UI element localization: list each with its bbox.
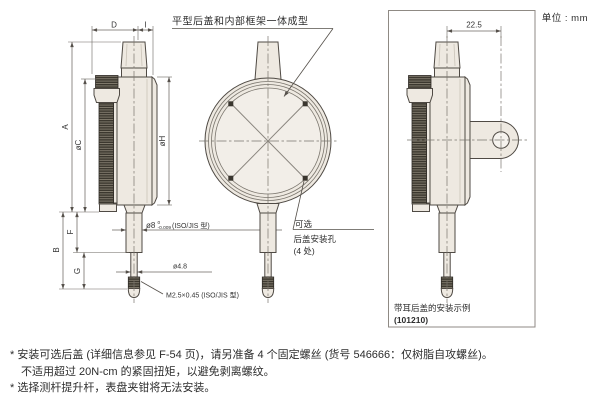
side-view-extension-lines (59, 26, 172, 290)
lug-back-example: 22.5 带耳后盖的安装示例 (101210) (388, 10, 536, 328)
footnote-line-3: * 选择测杆提升杆，表盘夹钳将无法安装。 (10, 382, 216, 394)
spindle-diameter-callout: ø4.8 (116, 264, 212, 274)
spindle-dia-value: ø4.8 (173, 264, 187, 271)
example-caption: 带耳后盖的安装示例 (394, 303, 471, 313)
optional-holes-note: 可选 后盖安装孔 (4 处) (292, 180, 374, 256)
side-view-dimension-lines (61, 28, 171, 289)
holes-label: 后盖安装孔 (294, 234, 337, 244)
side-view-drawing: D I A B øC øH F G ø8 0 -0.009 (ISO/JIS 型… (52, 21, 282, 304)
stem-tol-lower: -0.009 (158, 225, 172, 231)
stem-diameter-callout: ø8 0 -0.009 (ISO/JIS 型) (112, 220, 282, 232)
dim-label-d: D (111, 21, 117, 30)
example-model-number: (101210) (394, 315, 428, 325)
stem-dia-standard: (ISO/JIS 型) (172, 221, 210, 230)
thread-value: M2.5×0.45 (ISO/JIS 型) (166, 291, 239, 300)
technical-drawing: D I A B øC øH F G ø8 0 -0.009 (ISO/JIS 型… (52, 10, 536, 328)
one-piece-back-note-text: 平型后盖和内部框架一体成型 (172, 15, 309, 28)
dim-label-f: F (66, 229, 75, 234)
optional-label: 可选 (295, 219, 313, 229)
lug-offset-dimension: 22.5 (447, 21, 501, 33)
footnote-line-2: 不适用超过 20N-cm 的紧固扭矩，以避免剥离螺纹。 (21, 365, 275, 378)
dim-label-i: I (144, 21, 146, 30)
back-view-drawing: 平型后盖和内部框架一体成型 可选 后盖安装孔 (4 处) (172, 15, 374, 303)
example-box-border (388, 10, 536, 328)
footnote-line-1: * 安装可选后盖 (详细信息参见 F-54 页)，请另准备 4 个固定螺丝 (货… (10, 349, 493, 361)
stem-dia-value: ø8 (146, 221, 156, 230)
thread-callout: M2.5×0.45 (ISO/JIS 型) (140, 281, 239, 300)
one-piece-back-note: 平型后盖和内部框架一体成型 (172, 15, 334, 97)
unit-label: 单位 : mm (541, 13, 588, 24)
dim-label-a: A (61, 124, 70, 130)
lug-offset-value: 22.5 (466, 21, 482, 30)
footnotes: * 安装可选后盖 (详细信息参见 F-54 页)，请另准备 4 个固定螺丝 (货… (10, 347, 595, 397)
dim-label-b: B (52, 247, 61, 252)
dim-label-oc: øC (74, 139, 83, 150)
stem-tol-upper: 0 (158, 220, 161, 226)
holes-count-label: (4 处) (294, 246, 315, 256)
back-cover-mounting-holes (228, 101, 308, 181)
dim-label-g: G (73, 268, 82, 274)
dim-label-oh: øH (158, 135, 167, 146)
